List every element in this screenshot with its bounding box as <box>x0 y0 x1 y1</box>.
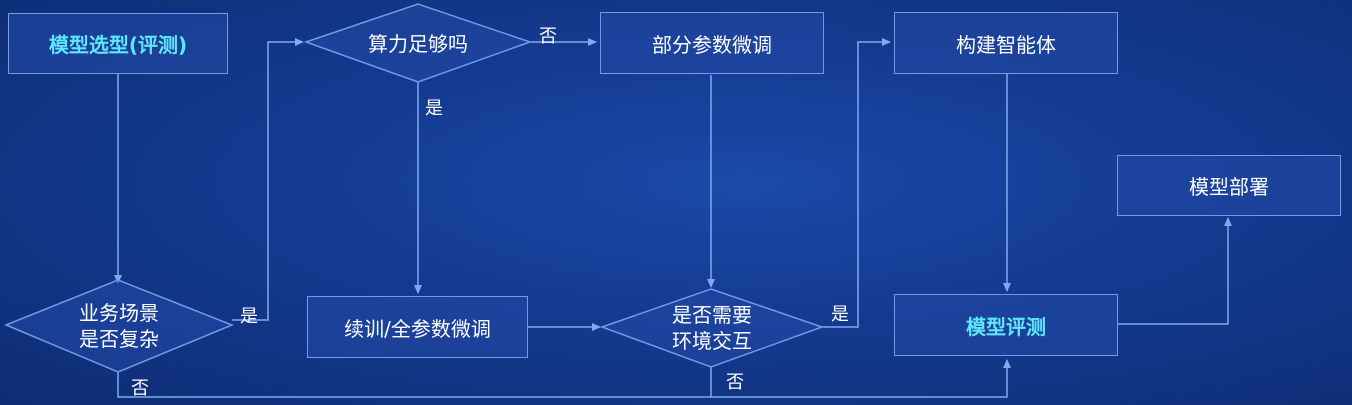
diamond-need-env <box>599 288 825 368</box>
diamond-need-env-line1: 是否需要 <box>672 303 752 327</box>
node-model-selection-text: 模型选型(评测) <box>48 33 188 57</box>
edge-business-no-to-eval <box>117 359 1011 398</box>
node-model-deploy: 模型部署 <box>1117 155 1341 216</box>
diamond-compute-enough-text: 算力足够吗 <box>368 31 468 56</box>
node-continue-full-finetune: 续训/全参数微调 <box>307 296 528 358</box>
edge-env-yes-to-agent <box>822 38 891 328</box>
node-partial-finetune-text: 部分参数微调 <box>652 32 772 57</box>
diamond-business-complex <box>4 279 235 373</box>
edge-eval-to-deploy <box>1118 217 1232 325</box>
label-env-yes: 是 <box>831 304 849 325</box>
node-partial-finetune: 部分参数微调 <box>600 12 824 74</box>
label-business-no: 否 <box>131 378 149 399</box>
diamond-business-complex-line1: 业务场景 <box>79 301 159 325</box>
label-compute-yes: 是 <box>425 98 443 119</box>
diamond-need-env-line2: 环境交互 <box>672 329 752 353</box>
node-model-eval-text: 模型评测 <box>966 314 1046 339</box>
node-build-agent: 构建智能体 <box>894 12 1118 74</box>
label-env-no: 否 <box>726 372 744 393</box>
edge-business-yes-to-compute <box>232 38 304 321</box>
diamond-compute-enough-label: 算力足够吗 <box>306 20 530 64</box>
label-compute-no: 否 <box>539 26 557 47</box>
diamond-business-complex-label: 业务场景 是否复杂 <box>6 298 232 354</box>
diamond-need-env-label: 是否需要 环境交互 <box>602 300 822 356</box>
node-build-agent-text: 构建智能体 <box>956 32 1056 57</box>
diamond-business-complex-line2: 是否复杂 <box>79 327 159 351</box>
node-model-deploy-text: 模型部署 <box>1189 175 1269 199</box>
node-model-selection: 模型选型(评测) <box>8 13 228 74</box>
node-continue-full-finetune-text: 续训/全参数微调 <box>344 316 491 341</box>
node-model-eval: 模型评测 <box>894 294 1118 356</box>
label-business-yes: 是 <box>240 306 258 327</box>
diamond-compute-enough <box>303 3 533 83</box>
